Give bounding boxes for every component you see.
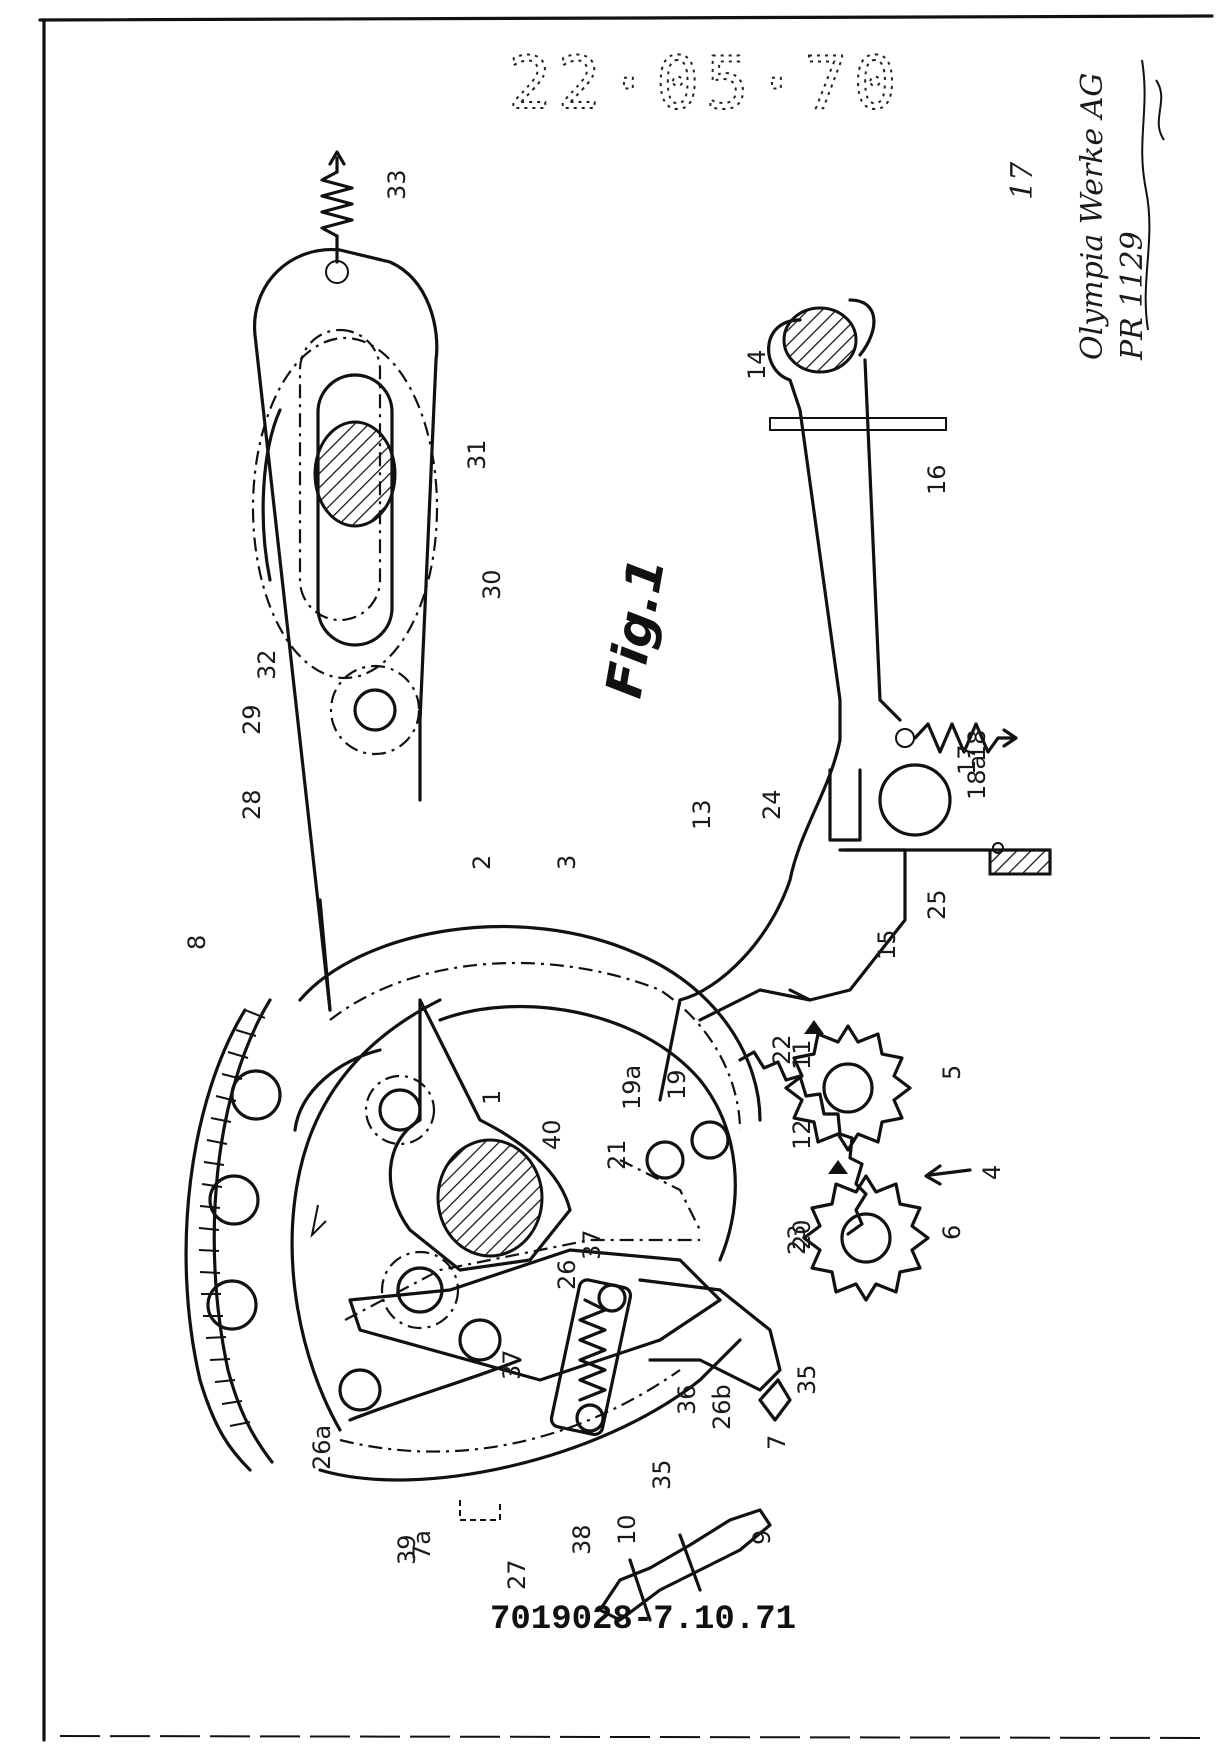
reference-numeral: 35 bbox=[648, 1459, 676, 1490]
sector-wheel bbox=[184, 924, 762, 1482]
reference-numeral: 37 bbox=[578, 1229, 606, 1260]
pin-26a bbox=[338, 1368, 382, 1412]
reference-numeral: 16 bbox=[923, 464, 951, 495]
reference-numeral: 12 bbox=[788, 1119, 816, 1150]
reference-numeral: 26a bbox=[308, 1425, 336, 1470]
date-stamp: 22·05·70 bbox=[508, 41, 903, 125]
rack-teeth bbox=[738, 1050, 868, 1236]
reference-numeral: 18 bbox=[963, 729, 991, 760]
reference-numeral: 15 bbox=[873, 929, 901, 960]
reference-numeral: 38 bbox=[568, 1524, 596, 1555]
reference-numeral: 5 bbox=[938, 1065, 966, 1080]
shaft-14 bbox=[782, 306, 858, 374]
applicant-company: Olympia Werke AG bbox=[1075, 73, 1110, 360]
reference-numeral: 9 bbox=[748, 1530, 776, 1545]
reference-numeral: 1 bbox=[478, 1090, 506, 1105]
lever-28 bbox=[251, 248, 439, 1012]
cam-32 bbox=[251, 336, 439, 680]
reference-numeral: 30 bbox=[478, 569, 506, 600]
hub-1 bbox=[293, 998, 572, 1330]
pins-19-21 bbox=[619, 1120, 730, 1231]
reference-numeral: 7a bbox=[408, 1530, 436, 1560]
reference-numeral: 28 bbox=[238, 789, 266, 820]
reference-numeral: 6 bbox=[938, 1225, 966, 1240]
shaft-31 bbox=[313, 420, 397, 528]
reference-numeral: 2 bbox=[468, 855, 496, 870]
part-9-10 bbox=[459, 1500, 772, 1622]
applicant-block: 17 Olympia Werke AG PR 1129 bbox=[1005, 73, 1150, 361]
roller-18 bbox=[878, 763, 952, 837]
reference-numeral: 22 bbox=[768, 1034, 796, 1065]
reference-numeral: 29 bbox=[238, 704, 266, 735]
reference-numeral: 4 bbox=[978, 1165, 1006, 1180]
pin-29 bbox=[353, 688, 397, 732]
reference-numeral: 26b bbox=[708, 1384, 736, 1430]
sheet-border bbox=[38, 14, 1214, 1742]
pinion-5 bbox=[784, 1020, 912, 1152]
reference-numeral: 19a bbox=[618, 1065, 646, 1110]
reference-numeral: 8 bbox=[183, 935, 211, 950]
pinion-6 bbox=[802, 1160, 930, 1302]
reference-numeral: 21 bbox=[603, 1139, 631, 1170]
document-number: 7019028-7.10.71 bbox=[490, 1601, 796, 1639]
reference-numeral: 19 bbox=[663, 1069, 691, 1100]
signature-scribble bbox=[1141, 59, 1165, 331]
reference-numeral: 14 bbox=[743, 349, 771, 380]
reference-numeral: 32 bbox=[253, 649, 281, 680]
reference-numeral: 7 bbox=[763, 1435, 791, 1450]
reference-numeral: 17 bbox=[953, 744, 981, 775]
figure-title: Fig.1 bbox=[595, 553, 677, 702]
reference-numeral: 18a bbox=[963, 755, 991, 800]
lever-13 bbox=[658, 298, 1052, 1102]
reference-numeral: 24 bbox=[758, 789, 786, 820]
reference-numeral: 26 bbox=[553, 1259, 581, 1290]
reference-numeral: 11 bbox=[788, 1039, 816, 1070]
link-arm-27 bbox=[338, 1238, 722, 1437]
reference-numeral: 27 bbox=[503, 1559, 531, 1590]
reference-numeral: 39 bbox=[393, 1534, 421, 1565]
reference-numeral: 35 bbox=[793, 1364, 821, 1395]
slot-30 bbox=[316, 373, 394, 647]
applicant-reference: PR 1129 bbox=[1115, 231, 1150, 361]
plate-16 bbox=[769, 417, 947, 431]
reference-numeral: 36 bbox=[673, 1384, 701, 1415]
reference-numeral: 13 bbox=[688, 799, 716, 830]
reference-numeral: 33 bbox=[383, 169, 411, 200]
pawl-7 bbox=[638, 1278, 792, 1422]
spring-anchor bbox=[325, 260, 349, 284]
arrow-4 bbox=[924, 1164, 972, 1186]
reference-numeral: 10 bbox=[613, 1514, 641, 1545]
reference-numeral: 31 bbox=[463, 439, 491, 470]
spring-33 bbox=[320, 150, 354, 264]
reference-numeral: 25 bbox=[923, 889, 951, 920]
reference-numeral: 3 bbox=[553, 855, 581, 870]
reference-numeral: 37 bbox=[498, 1349, 526, 1380]
sheet-mark: 17 bbox=[1005, 161, 1040, 200]
reference-numeral: 20 bbox=[788, 1219, 816, 1250]
reference-numeral: 40 bbox=[538, 1119, 566, 1150]
reference-numeral: 23 bbox=[783, 1224, 811, 1255]
